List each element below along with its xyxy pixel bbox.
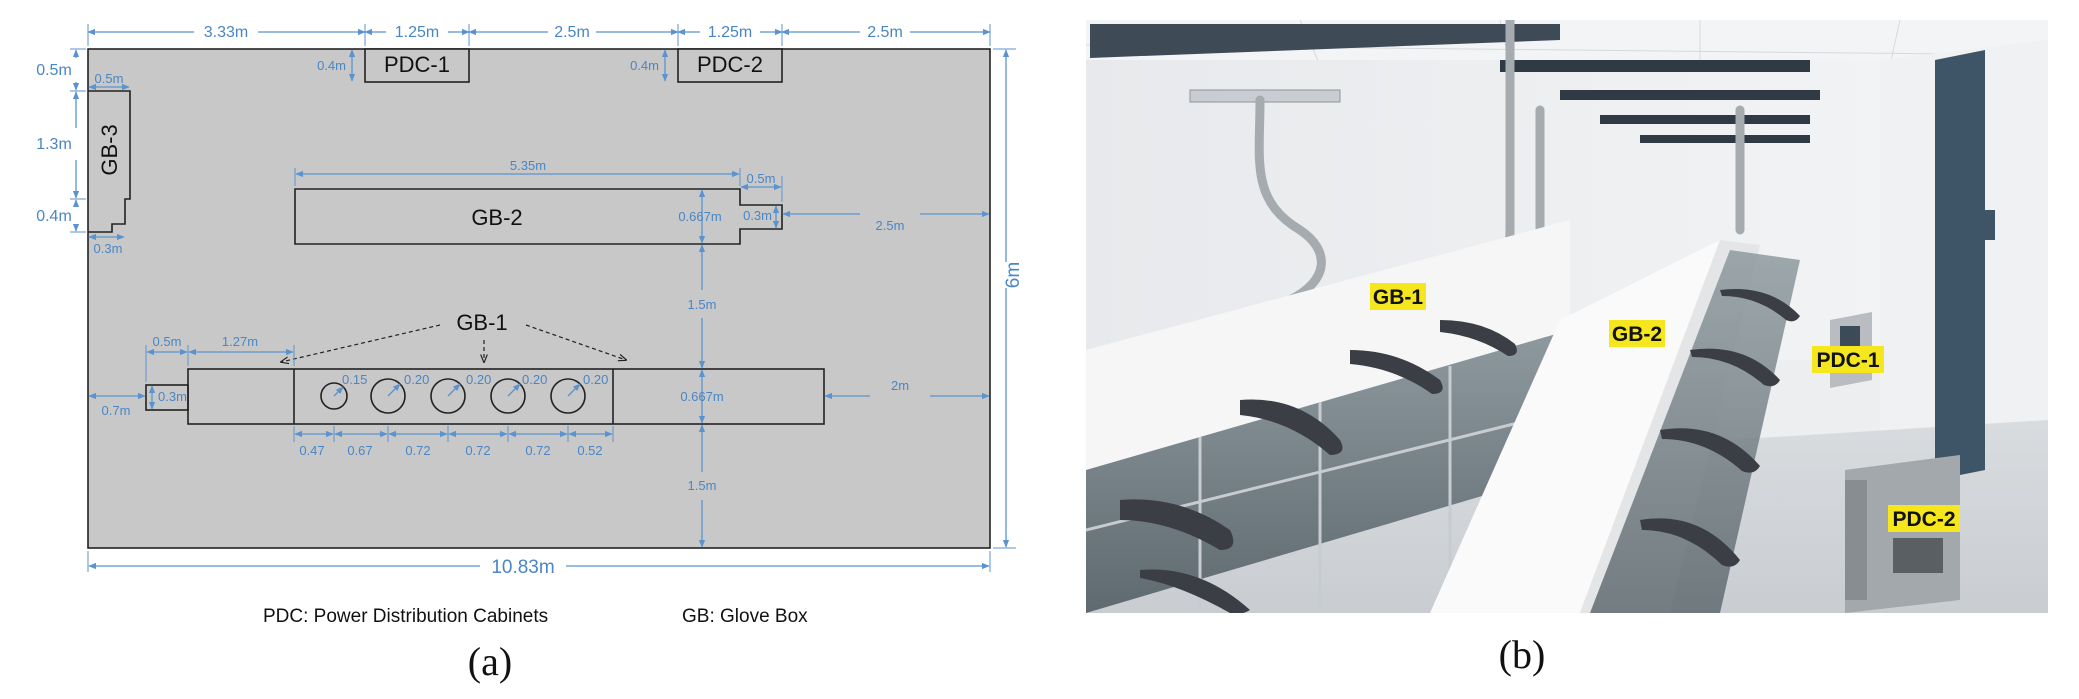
dim-bottom-4: 0.72 [465,443,490,458]
dim-gb-2-stub-height: 0.3m [743,208,772,223]
port-radius-3: 0.20 [466,372,491,387]
dim-gap-1: 1.5m [688,297,717,312]
tag-gb-1-text: GB-1 [1373,286,1423,309]
tag-pdc-1-text: PDC-1 [1816,349,1879,372]
glove-port [320,382,348,410]
dim-gb-1-segment: 1.27m [222,334,258,349]
glove-ports [320,378,586,414]
dim-gap-2: 1.5m [688,478,717,493]
glove-port [370,378,406,414]
tag-pdc-2-text: PDC-2 [1892,508,1955,531]
floor-plan-panel: PDC-1 PDC-2 GB-3 GB-2 0.15 0.20 [36,24,1024,684]
gb-3-label: GB-3 [97,124,122,175]
room-outline [87,48,991,549]
dim-gb-2-step: 0.5m [747,171,776,186]
dim-gb-2-length: 5.35m [510,158,546,173]
tag-pdc-2: PDC-2 [1888,505,1960,532]
dim-room-height: 6m [1003,262,1024,288]
dim-room-width: 10.83m [491,557,554,578]
dim-gb-1-stub: 0.5m [153,334,182,349]
glove-port [490,378,526,414]
gb-1-box [187,368,825,425]
dim-gb-1-stub-height: 0.3m [158,389,187,404]
dim-gb-3-stub: 0.3m [94,241,123,256]
port-radius-5: 0.20 [583,372,608,387]
dim-top-4: 1.25m [708,24,752,41]
dimension-lines: 3.33m 1.25m 2.5m 1.25m 2.5m 0.4m 0.4m [36,24,1024,578]
dim-bottom-1: 0.47 [299,443,324,458]
dim-gb-1-left: 0.7m [102,403,131,418]
port-radius-2: 0.20 [404,372,429,387]
dim-gb-1-right: 2m [891,378,909,393]
tag-gb-1: GB-1 [1370,283,1426,310]
tag-gb-2: GB-2 [1609,320,1665,347]
gb-2-label: GB-2 [471,205,522,230]
tag-gb-2-text: GB-2 [1612,323,1662,346]
gb-3-box [88,90,131,233]
dim-left-1: 0.5m [36,62,72,79]
port-radius-1: 0.15 [342,372,367,387]
dim-top-1: 3.33m [204,24,248,41]
port-radius-4: 0.20 [522,372,547,387]
pdc-1-label: PDC-1 [384,52,450,77]
caption-b: (b) [1499,632,1546,677]
pdc-2-cabinet [677,48,783,83]
rendering-panel: GB-1 GB-2 PDC-1 PDC-2 (b) [1086,20,2048,677]
tag-pdc-1: PDC-1 [1812,346,1884,373]
caption-a: (a) [468,639,512,684]
dim-left-2: 1.3m [36,136,72,153]
dim-gb-2-height: 0.667m [678,209,721,224]
dim-gb-2-right: 2.5m [876,218,905,233]
dim-left-3: 0.4m [36,208,72,225]
pdc-1-cabinet [364,48,470,83]
gb-1-label: GB-1 [456,310,507,335]
dim-gb-3-width: 0.5m [95,71,124,86]
dim-bottom-3: 0.72 [405,443,430,458]
gb-1-pointer [525,324,626,360]
glove-port [430,378,466,414]
glove-port [550,378,586,414]
dim-bottom-5: 0.72 [525,443,550,458]
dim-gb-1-height: 0.667m [680,389,723,404]
port-radius-marks: 0.15 0.20 0.20 0.20 0.20 [333,372,608,397]
dim-top-3: 2.5m [554,24,590,41]
legend-gb: GB: Glove Box [682,606,808,627]
dim-top-5: 2.5m [867,24,903,41]
legend-pdc: PDC: Power Distribution Cabinets [263,606,548,627]
dim-bottom-2: 0.67 [347,443,372,458]
dim-bottom-6: 0.52 [577,443,602,458]
gb-2-box [294,188,783,245]
dim-top-2: 1.25m [395,24,439,41]
dim-pdc-2-height: 0.4m [630,58,659,73]
gb-1-pointer [281,324,441,362]
pdc-2-label: PDC-2 [697,52,763,77]
dim-pdc-1-height: 0.4m [317,58,346,73]
